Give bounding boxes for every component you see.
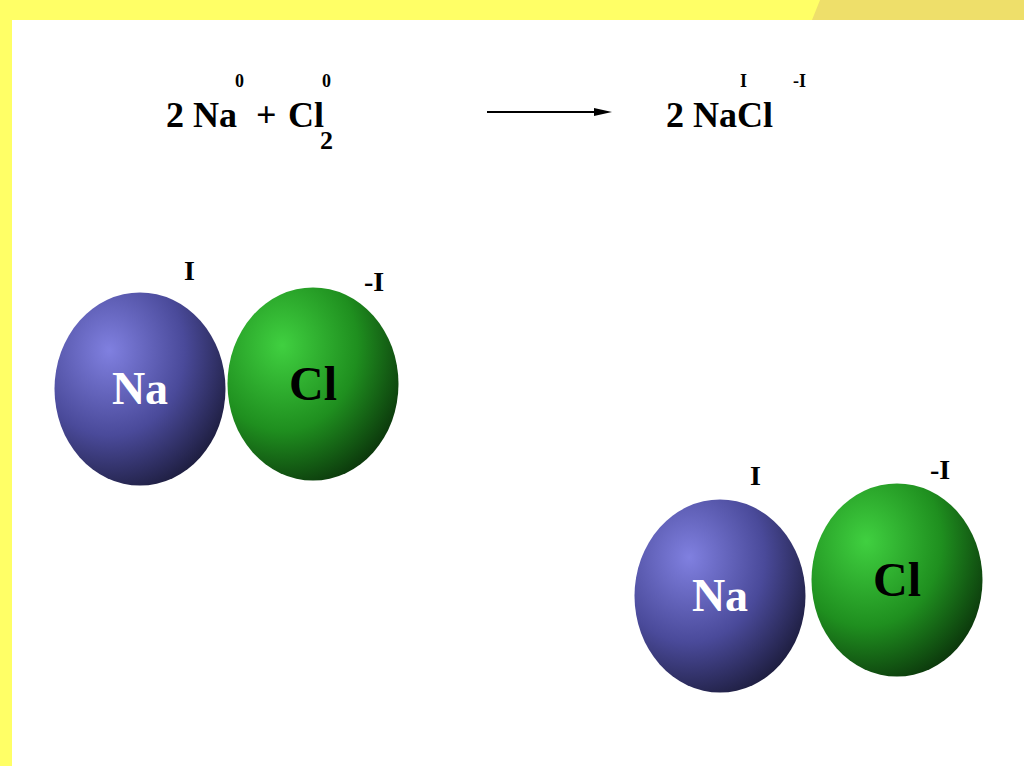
oxidation-state: I	[184, 257, 195, 285]
reaction-arrow-head	[594, 108, 612, 116]
element-symbol: Cl	[873, 556, 921, 604]
element-symbol: Cl	[289, 360, 337, 408]
equation-term: Cl	[288, 97, 324, 133]
sodium-atom: Na	[634, 499, 806, 693]
frame-corner-tab	[812, 0, 1024, 20]
sodium-atom: Na	[54, 292, 226, 486]
reaction-arrow-shaft	[487, 111, 600, 113]
frame-top-bar	[0, 0, 1024, 20]
oxidation-state: 0	[235, 72, 244, 90]
sphere-fill	[635, 500, 806, 693]
oxidation-state: -I	[930, 456, 950, 484]
sphere-fill	[228, 288, 399, 481]
chlorine-atom: Cl	[811, 483, 983, 677]
equation-product: 2 NaCl	[666, 97, 773, 133]
oxidation-state: -I	[793, 72, 806, 90]
equation-operator: +	[256, 97, 277, 133]
equation-term: 2 Na	[166, 97, 237, 133]
oxidation-state: I	[740, 72, 747, 90]
subscript-number: 2	[320, 128, 333, 154]
oxidation-state: -I	[364, 268, 384, 296]
sphere-fill	[55, 293, 226, 486]
oxidation-state: 0	[322, 72, 331, 90]
element-symbol: Na	[112, 366, 168, 412]
sphere-fill	[812, 484, 983, 677]
element-symbol: Na	[692, 573, 748, 619]
chlorine-atom: Cl	[227, 287, 399, 481]
oxidation-state: I	[750, 462, 761, 490]
frame-left-bar	[0, 0, 12, 766]
